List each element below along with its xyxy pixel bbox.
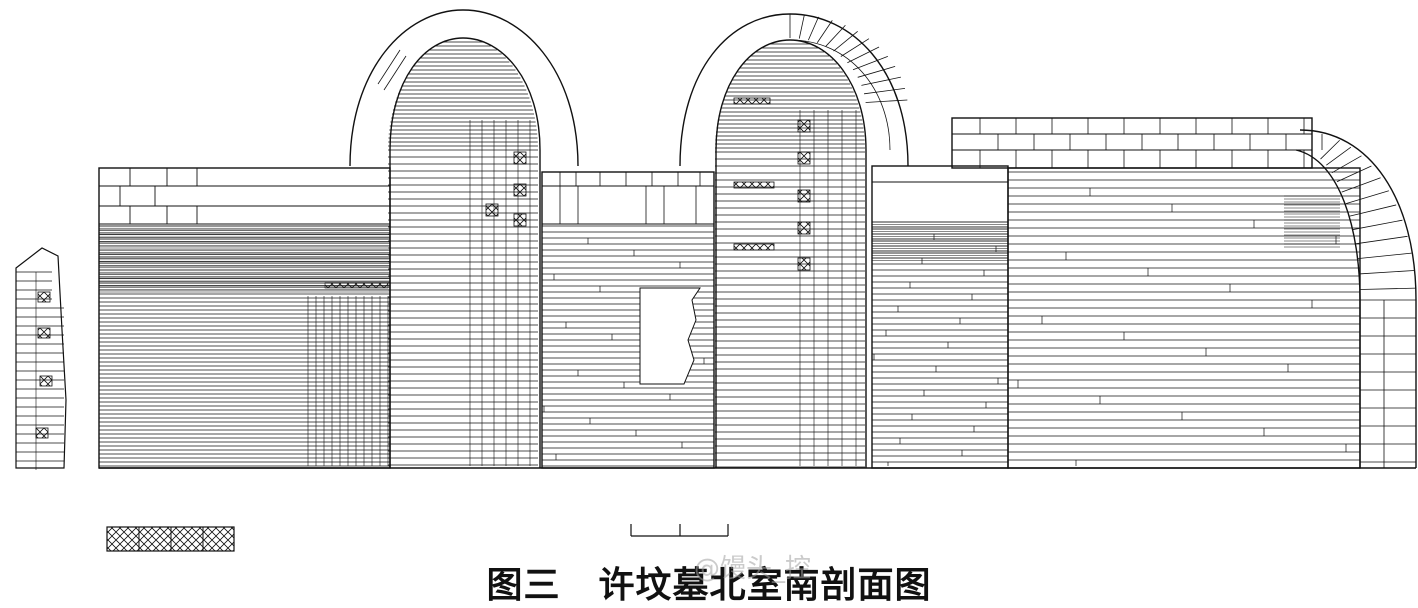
east-vault-arch	[679, 13, 909, 468]
scale-bar	[630, 524, 729, 537]
hatched-brick-swatch	[106, 526, 235, 552]
watermark: @馒头_控	[694, 554, 812, 584]
middle-wall-block	[541, 171, 715, 469]
figure-number: 图三	[486, 564, 561, 606]
right-quarter-arch	[1284, 129, 1417, 468]
figure-caption: 图三许坟墓北室南剖面图	[0, 556, 1418, 608]
east-middle-block	[871, 165, 1009, 469]
west-wall-block	[98, 167, 391, 469]
figure-title: 许坟墓北室南剖面图	[598, 564, 932, 606]
east-wall-block	[951, 117, 1361, 469]
left-fragment-wall	[15, 247, 67, 470]
west-vault-arch	[349, 9, 579, 468]
